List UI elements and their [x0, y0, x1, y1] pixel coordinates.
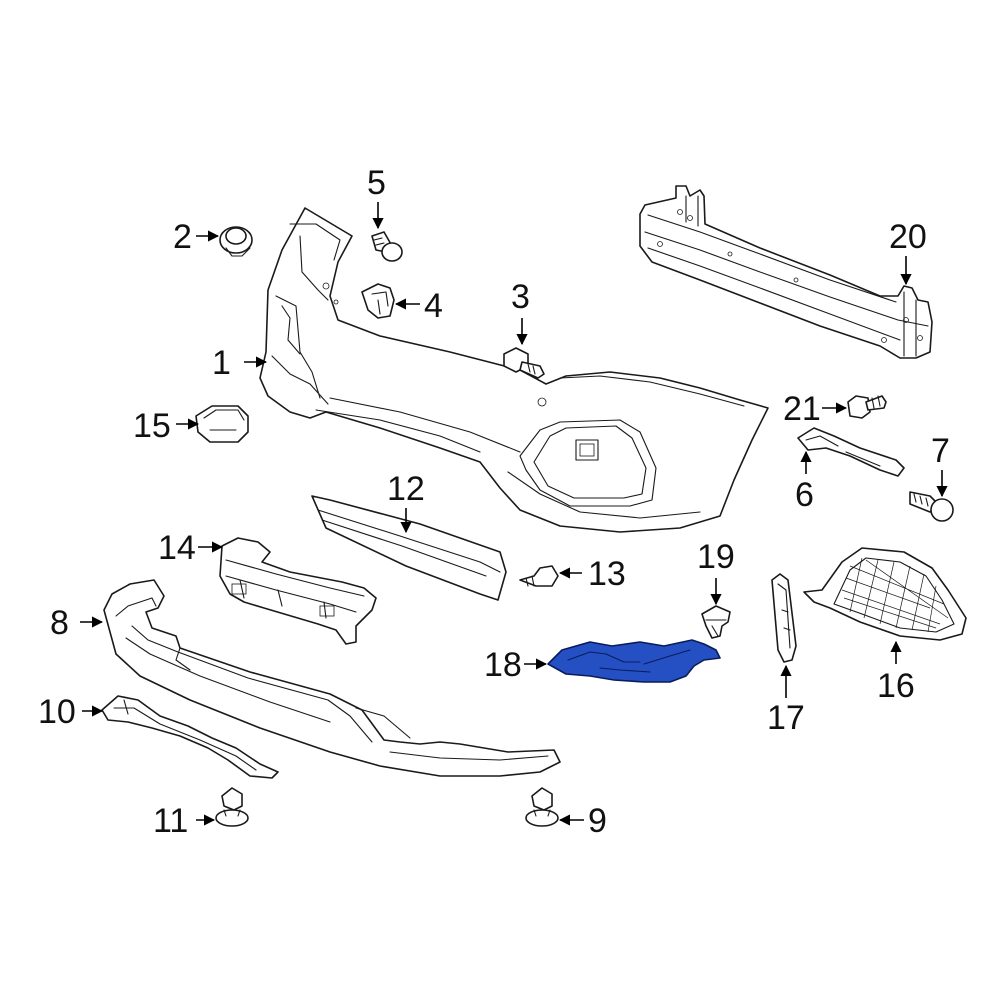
callout-labels: 1 2 3 4 5 6 7 8 9 10 11 12 13 14 15 16 1… [38, 164, 950, 840]
callout-16: 16 [877, 667, 915, 705]
part-14-bracket[interactable] [219, 537, 377, 645]
part-7-push-clip[interactable] [909, 491, 954, 522]
part-17-reflector-strip[interactable] [771, 573, 797, 663]
part-19-push-clip[interactable] [701, 605, 731, 639]
part-20-reinforcement-beam[interactable] [639, 185, 933, 359]
callout-15: 15 [133, 407, 171, 445]
callout-13: 13 [588, 555, 626, 593]
callout-20: 20 [889, 218, 927, 256]
part-3-bolt[interactable] [503, 347, 545, 379]
callout-6: 6 [795, 476, 814, 514]
part-8-lower-diffuser[interactable] [103, 579, 561, 777]
part-9-push-clip[interactable] [525, 787, 559, 827]
callout-9: 9 [588, 802, 607, 840]
part-4-retainer[interactable] [361, 283, 395, 319]
leader-arrows [80, 202, 948, 826]
callout-8: 8 [50, 604, 69, 642]
part-10-lower-trim[interactable] [101, 695, 279, 779]
callout-19: 19 [697, 538, 735, 576]
part-15-bracket[interactable] [195, 405, 249, 443]
part-13-bolt[interactable] [519, 565, 559, 587]
callout-2: 2 [173, 218, 192, 256]
part-6-bracket[interactable] [797, 427, 905, 477]
callout-7: 7 [931, 432, 950, 470]
part-11-push-clip[interactable] [215, 787, 249, 827]
part-21-bolt[interactable] [847, 395, 887, 419]
callout-3: 3 [511, 278, 530, 316]
part-18-bracket-highlighted[interactable] [547, 639, 721, 683]
part-12-absorber-strip[interactable] [311, 495, 507, 601]
callout-17: 17 [767, 699, 805, 737]
callout-12: 12 [387, 470, 425, 508]
callout-21: 21 [783, 390, 821, 428]
part-16-grille[interactable] [803, 547, 967, 641]
callout-14: 14 [158, 529, 196, 567]
callout-18: 18 [484, 646, 522, 684]
callout-10: 10 [38, 693, 76, 731]
callout-5: 5 [367, 164, 386, 202]
part-5-screw[interactable] [371, 231, 403, 262]
callout-4: 4 [424, 287, 443, 325]
callout-1: 1 [212, 344, 231, 382]
callout-11: 11 [153, 802, 188, 840]
part-2-clip[interactable] [219, 226, 253, 257]
